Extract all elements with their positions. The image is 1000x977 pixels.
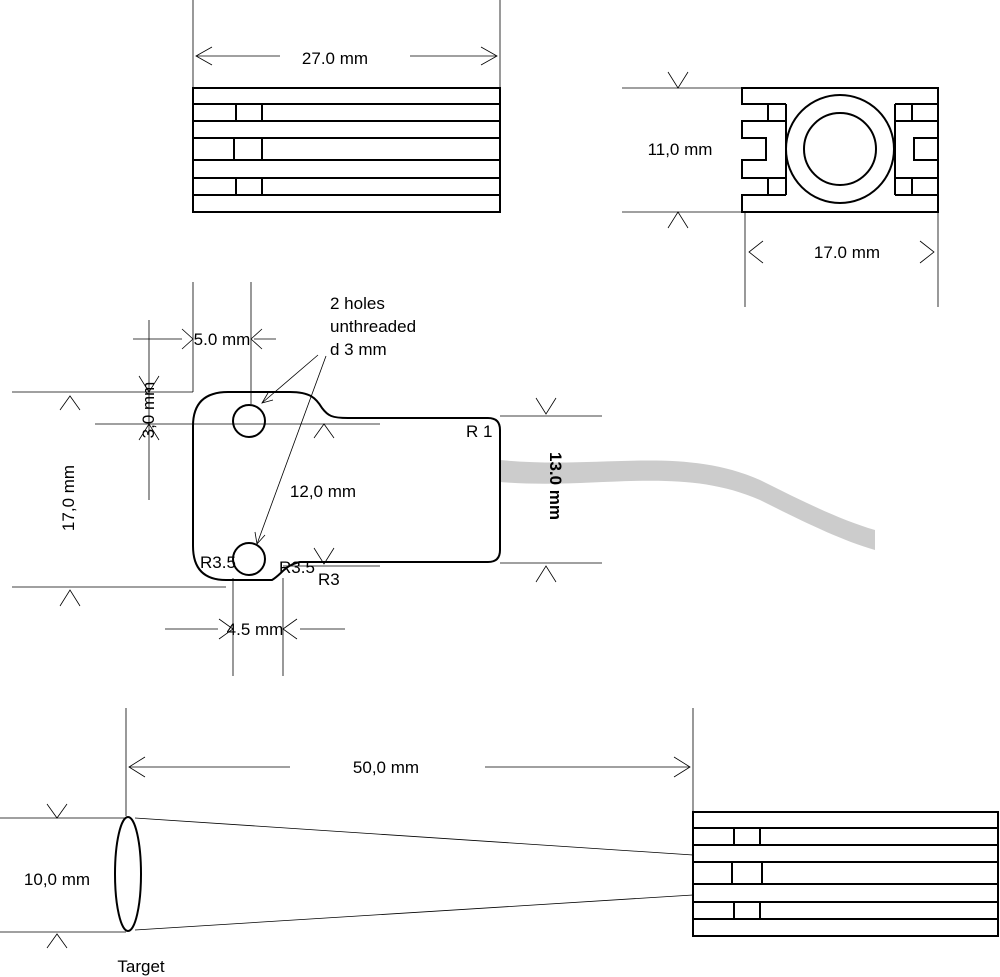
distance-label: 50,0 mm	[353, 758, 419, 777]
dimension-line-27	[195, 46, 498, 66]
height-label: 11,0 mm	[648, 140, 713, 159]
radius-a-label: R3.5	[200, 553, 236, 572]
radius-b-label: R3.5	[279, 558, 315, 577]
dimension-line-50	[128, 756, 691, 778]
total-height-label: 17,0 mm	[59, 465, 78, 531]
laser-housing-side	[692, 811, 999, 937]
dimension-line-12	[313, 423, 335, 565]
plan-view: 5.0 mm 3,0 mm 17,0 mm 13.0 mm 12,0 mm	[12, 282, 875, 676]
body-height-label: 13.0 mm	[546, 452, 565, 520]
beam-view: 50,0 mm 10,0 mm Target	[0, 708, 999, 976]
width-label: 17.0 mm	[814, 243, 880, 262]
mounting-tab-outline	[192, 391, 501, 581]
corner-radius-label: R 1	[466, 422, 492, 441]
mounting-hole-top	[232, 404, 266, 438]
beam-line-top	[134, 817, 694, 856]
radius-c-label: R3	[318, 570, 340, 589]
note-line-1: 2 holes	[330, 294, 385, 313]
dimension-line-3	[138, 375, 160, 441]
hole-offset-x-label: 5.0 mm	[194, 330, 251, 349]
hole-spacing-label: 12,0 mm	[290, 482, 356, 501]
extension-lines	[12, 282, 602, 676]
note-line-2: unthreaded	[330, 317, 416, 336]
target-label: Target	[117, 957, 165, 976]
laser-housing-top	[192, 87, 501, 213]
mounting-hole-bottom	[232, 542, 266, 576]
dimension-line-10	[46, 803, 68, 949]
target-spot	[114, 816, 142, 932]
end-view: 11,0 mm 17.0 mm	[622, 71, 939, 307]
dimension-line-13	[535, 397, 557, 583]
beam-line-bottom	[134, 894, 694, 931]
hole-offset-y-label: 3,0 mm	[139, 382, 158, 439]
cable	[500, 460, 875, 550]
dimension-line-17-vertical	[59, 395, 81, 607]
dimension-line-17	[748, 240, 935, 264]
dimension-line-5	[133, 328, 276, 350]
bottom-offset-label: 4.5 mm	[227, 620, 284, 639]
width-label: 27.0 mm	[302, 49, 368, 68]
note-line-3: d 3 mm	[330, 340, 387, 359]
laser-housing-end	[741, 87, 939, 213]
spot-label: 10,0 mm	[24, 870, 90, 889]
dimension-line-4-5	[218, 618, 298, 640]
top-view: 27.0 mm	[192, 0, 501, 213]
dimension-line-11	[667, 71, 689, 229]
hole-note-leaders	[254, 354, 327, 545]
